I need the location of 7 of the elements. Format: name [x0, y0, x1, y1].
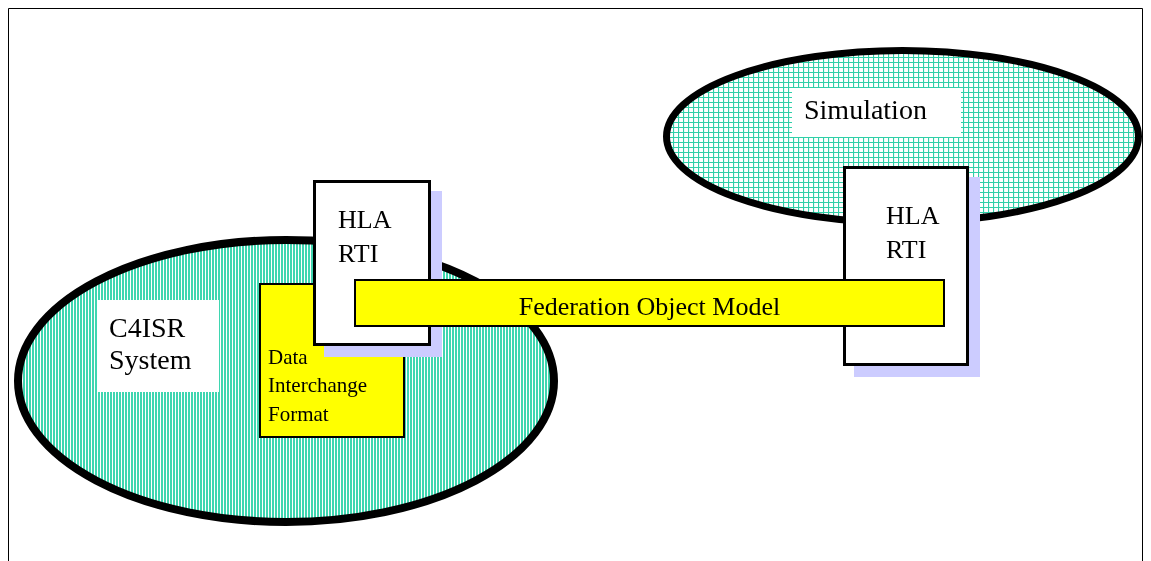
- box-label: Federation Object Model: [517, 291, 782, 323]
- box-label: HLA RTI: [886, 200, 940, 266]
- ellipse-label: C4ISR System: [97, 300, 219, 392]
- model-bar: [354, 279, 945, 327]
- ellipse-label: Simulation: [792, 88, 961, 137]
- box-label: Data Interchange Format: [268, 344, 369, 428]
- box-label: HLA RTI: [338, 204, 392, 270]
